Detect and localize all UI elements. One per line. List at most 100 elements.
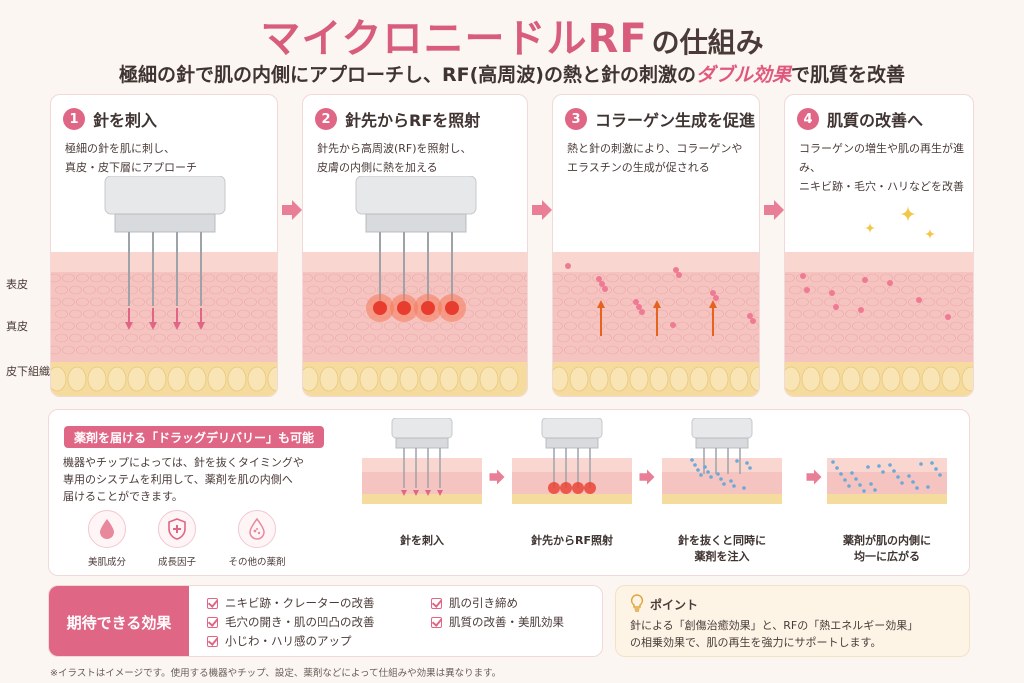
drug-dot (877, 464, 881, 468)
collagen-dot (633, 299, 639, 305)
drug-dot (926, 485, 930, 489)
rf-heat (560, 482, 572, 494)
mini-illustration-insert (362, 418, 482, 504)
step-number: 2 (315, 108, 337, 130)
drug-dot (748, 466, 752, 470)
collagen-dot (750, 318, 756, 324)
checkbox-icon (207, 635, 218, 647)
mini-illustration-spread (827, 458, 947, 504)
subcutis-layer (827, 494, 947, 504)
drug-dot (732, 484, 736, 488)
drug-dot (729, 479, 733, 483)
drug-dot (745, 461, 749, 465)
step-number: 3 (565, 108, 587, 130)
subcutis-layer (362, 494, 482, 504)
layer-label-subcutis: 皮下組織 (6, 365, 50, 378)
collagen-dot (916, 297, 922, 303)
point-title: ポイント (650, 598, 699, 612)
arrow-down-icon (401, 490, 407, 496)
skin-illustration (785, 205, 973, 396)
dermis-layer (827, 472, 947, 494)
step-title: 針先からRFを照射 (345, 111, 481, 130)
drug-dot (850, 471, 854, 475)
skin-illustration (303, 176, 527, 396)
subtitle-pre: 極細の針で肌の内側にアプローチし、RF(高周波)の熱と針の刺激の (118, 64, 696, 86)
epidermis-layer (303, 252, 527, 272)
collagen-dot (804, 287, 810, 293)
step-description: 極細の針を肌に刺し、 真皮・皮下層にアプローチ (65, 142, 197, 174)
drug-dot (847, 484, 851, 488)
step-description: 針先から高周波(RF)を照射し、 皮膚の内側に熱を加える (317, 142, 472, 174)
collagen-dot (602, 286, 608, 292)
drug-delivery-panel: 薬剤を届ける「ドラッグデリバリー」も可能 機器やチップによっては、針を抜くタイミ… (48, 409, 970, 576)
checkbox-icon (207, 616, 218, 628)
shield-plus-icon (168, 518, 186, 540)
dermis-layer (512, 472, 632, 494)
arrow-down-icon (425, 490, 431, 496)
checkbox-icon (431, 616, 442, 628)
title-main: マイクロニードルRF (260, 16, 648, 62)
mini-arrow-icon (489, 469, 505, 485)
step-arrow-icon (532, 200, 552, 220)
handpiece-tip (695, 437, 749, 449)
dermis-layer (785, 272, 973, 362)
drug-dot (881, 470, 885, 474)
mini-step-label: 針を刺入 (400, 534, 444, 547)
drug-dot (892, 469, 896, 473)
collagen-dot (565, 263, 571, 269)
arrow-down-icon (437, 490, 443, 496)
step-title: 肌質の改善へ (827, 111, 924, 130)
subtitle-highlight: ダブル効果 (695, 64, 791, 86)
effects-label: 期待できる効果 (49, 586, 189, 656)
dermis-layer (362, 472, 482, 494)
drug-delivery-badge: 薬剤を届ける「ドラッグデリバリー」も可能 (64, 426, 325, 448)
mini-arrow-icon (639, 469, 655, 485)
rf-heat (584, 482, 596, 494)
mini-illustration-rf (512, 418, 632, 504)
drug-dot (873, 488, 877, 492)
point-panel: ポイント 針による「創傷治癒効果」と、RFの「熱エネルギー効果」 の相乗効果で、… (615, 585, 970, 657)
step-arrow-icon (282, 200, 302, 220)
drug-delivery-text: 機器やチップによっては、針を抜くタイミングや 専用のシステムを利用して、薬剤を肌… (63, 456, 304, 503)
collagen-dot (676, 272, 682, 278)
collagen-dot (599, 281, 605, 287)
ingredient-growth-factor: 成長因子 (137, 510, 217, 568)
epidermis-layer (512, 458, 632, 472)
collagen-dot (829, 290, 835, 296)
subtitle-post: で肌質を改善 (790, 64, 905, 86)
drug-dot (930, 461, 934, 465)
handpiece-body (391, 418, 453, 439)
title-suffix: の仕組み (651, 26, 764, 59)
collagen-dot (800, 273, 806, 279)
ingredient-label: 美肌成分 (87, 557, 126, 568)
collagen-dot (713, 295, 719, 301)
subcutis-layer (512, 494, 632, 504)
drug-dot (716, 472, 720, 476)
effect-item: 肌質の改善・美肌効果 (431, 614, 564, 630)
drug-dot (907, 474, 911, 478)
epidermis-layer (362, 458, 482, 472)
epidermis-layer (827, 458, 947, 472)
footnote: ※イラストはイメージです。使用する機器やチップ、設定、薬剤などによって仕組みや効… (50, 668, 502, 679)
drug-dot (896, 475, 900, 479)
expected-effects-panel: 期待できる効果 ニキビ跡・クレーターの改善 毛穴の開き・肌の凹凸の改善 小じわ・… (48, 585, 603, 657)
collagen-dot (833, 304, 839, 310)
checkbox-icon (431, 597, 442, 609)
drug-dot (938, 473, 942, 477)
drug-dot (839, 472, 843, 476)
skin-illustration (51, 176, 277, 396)
collagen-dot (887, 280, 893, 286)
epidermis-layer (51, 252, 277, 272)
drug-dot (703, 465, 707, 469)
drug-dot (915, 486, 919, 490)
drug-dot (706, 470, 710, 474)
drug-dot (858, 483, 862, 487)
step-number: 1 (63, 108, 85, 130)
sparkle-icon (899, 205, 917, 223)
collagen-dot (673, 267, 679, 273)
collagen-dot (858, 307, 864, 313)
droplet-icon (100, 519, 114, 539)
drug-dot (900, 481, 904, 485)
